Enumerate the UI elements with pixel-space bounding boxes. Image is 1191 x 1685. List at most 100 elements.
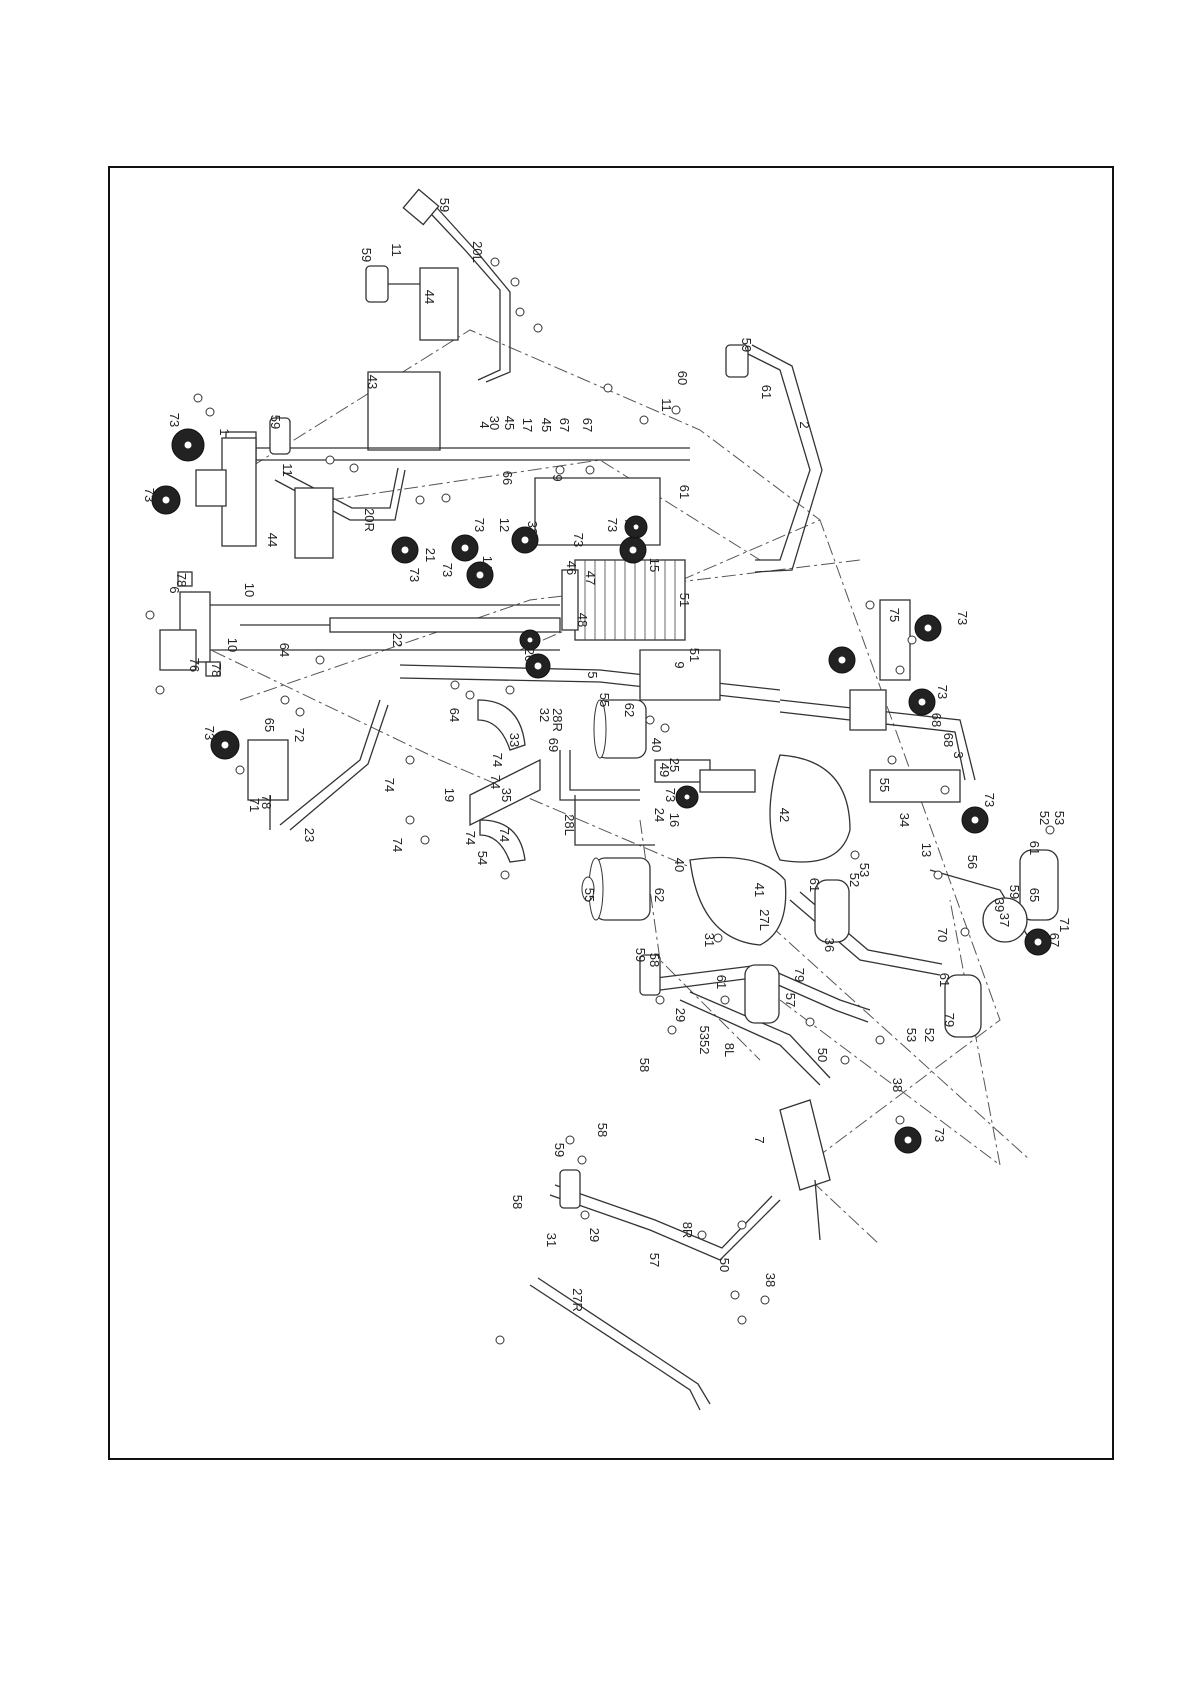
part-label-p58d: 58 bbox=[510, 1195, 525, 1209]
part-label-p78a: 78 bbox=[174, 573, 189, 587]
part-label-p47: 47 bbox=[583, 571, 598, 585]
part-label-p44a: 44 bbox=[422, 290, 437, 304]
part-label-p54: 54 bbox=[475, 851, 490, 865]
part-label-p20R: 20R bbox=[362, 508, 377, 532]
part-label-p52a: 52 bbox=[1037, 811, 1052, 825]
part-label-p73j: 73 bbox=[935, 685, 950, 699]
part-label-p19: 19 bbox=[442, 788, 457, 802]
part-label-p73g: 73 bbox=[407, 568, 422, 582]
pulley-icon bbox=[210, 730, 240, 760]
guard-9-lower bbox=[639, 649, 721, 701]
weight-stack bbox=[561, 559, 686, 641]
part-label-p16: 16 bbox=[667, 813, 682, 827]
part-label-p23: 23 bbox=[302, 828, 317, 842]
part-label-p40a: 40 bbox=[649, 738, 664, 752]
part-label-p43: 43 bbox=[365, 375, 380, 389]
part-label-p9a: 9 bbox=[550, 474, 565, 481]
part-label-p53a: 53 bbox=[857, 863, 872, 877]
base-tube-2 bbox=[725, 344, 823, 573]
part-label-p21: 21 bbox=[423, 548, 438, 562]
pulley-icon bbox=[908, 688, 936, 716]
part-label-p8R: 8R bbox=[680, 1222, 695, 1239]
part-label-p76: 76 bbox=[187, 658, 202, 672]
part-label-p26: 26 bbox=[522, 648, 537, 662]
part-label-p34: 34 bbox=[897, 813, 912, 827]
part-label-p71a: 71 bbox=[247, 798, 262, 812]
part-label-p72: 72 bbox=[292, 728, 307, 742]
part-label-p79a: 79 bbox=[792, 968, 807, 982]
pulley-icon bbox=[391, 536, 419, 564]
part-label-p58c: 58 bbox=[595, 1123, 610, 1137]
part-label-p31a: 31 bbox=[702, 933, 717, 947]
pad-44-top bbox=[419, 267, 459, 341]
part-label-p25: 25 bbox=[667, 758, 682, 772]
part-label-p11b: 11 bbox=[659, 398, 674, 412]
part-label-p59a: 59 bbox=[437, 198, 452, 212]
back-pad-41 bbox=[689, 856, 787, 946]
part-label-p33b: 33 bbox=[507, 733, 522, 747]
cam-assembly bbox=[469, 699, 541, 863]
weight-plates bbox=[584, 560, 676, 640]
part-label-p74a: 74 bbox=[382, 778, 397, 792]
pulley-icon bbox=[828, 646, 856, 674]
part-label-p6: 6 bbox=[167, 586, 182, 593]
part-label-p29b: 29 bbox=[587, 1228, 602, 1242]
part-label-p64b: 64 bbox=[447, 708, 462, 722]
part-label-p74b: 74 bbox=[490, 753, 505, 767]
part-label-p14: 14 bbox=[480, 556, 495, 570]
roller-62-upper bbox=[593, 699, 647, 759]
part-label-p33a: 33 bbox=[525, 521, 540, 535]
pulley-icon bbox=[451, 534, 479, 562]
part-label-p10a: 10 bbox=[242, 583, 257, 597]
part-label-p30: 30 bbox=[487, 416, 502, 430]
part-label-p28L: 28L bbox=[562, 814, 577, 836]
hardware bbox=[145, 257, 1055, 1345]
roller-62-lower bbox=[581, 857, 651, 921]
part-label-p73a: 73 bbox=[167, 413, 182, 427]
pulley-icon bbox=[961, 806, 989, 834]
part-label-p50b: 50 bbox=[717, 1258, 732, 1272]
part-label-p15: 15 bbox=[647, 558, 662, 572]
pulley-icon bbox=[525, 653, 551, 679]
part-label-p73l: 73 bbox=[663, 788, 678, 802]
pad-44-mid bbox=[294, 487, 334, 559]
part-label-p39: 39 bbox=[992, 898, 1007, 912]
pulley-icon bbox=[624, 515, 648, 539]
part-label-p44b: 44 bbox=[265, 533, 280, 547]
part-label-p74d: 74 bbox=[390, 838, 405, 852]
part-label-p73n: 73 bbox=[932, 1128, 947, 1142]
part-label-p13: 13 bbox=[919, 843, 934, 857]
part-label-p55c: 55 bbox=[582, 888, 597, 902]
part-label-p73m: 73 bbox=[982, 793, 997, 807]
part-label-p35: 35 bbox=[499, 788, 514, 802]
part-label-p73k: 73 bbox=[202, 726, 217, 740]
part-label-p73e: 73 bbox=[622, 518, 637, 532]
part-label-p29a: 29 bbox=[673, 1008, 688, 1022]
part-label-p48: 48 bbox=[575, 613, 590, 627]
part-label-p66: 66 bbox=[500, 471, 515, 485]
part-label-p67a: 67 bbox=[557, 418, 572, 432]
part-label-p61d: 61 bbox=[807, 878, 822, 892]
part-label-p59b: 59 bbox=[359, 248, 374, 262]
part-label-p32: 32 bbox=[537, 708, 552, 722]
part-label-p41: 41 bbox=[752, 883, 767, 897]
bracket-75 bbox=[879, 599, 911, 681]
part-label-p51b: 51 bbox=[687, 648, 702, 662]
part-label-p64a: 64 bbox=[277, 643, 292, 657]
part-label-p73d: 73 bbox=[605, 518, 620, 532]
pad-61-right bbox=[1019, 849, 1059, 921]
pulley-icon bbox=[675, 785, 699, 809]
part-label-p78c: 78 bbox=[259, 795, 274, 809]
part-label-p58a: 58 bbox=[647, 953, 662, 967]
part-label-p71b: 71 bbox=[1057, 918, 1072, 932]
part-label-p74c: 74 bbox=[488, 775, 503, 789]
part-label-p61f: 61 bbox=[937, 973, 952, 987]
part-label-p67b: 67 bbox=[580, 418, 595, 432]
part-label-p59g: 59 bbox=[552, 1143, 567, 1157]
part-label-p69a: 69 bbox=[546, 738, 561, 752]
part-label-p49: 49 bbox=[657, 763, 672, 777]
part-label-p59c: 59 bbox=[739, 338, 754, 352]
part-label-p3: 3 bbox=[951, 751, 966, 758]
part-label-p61b: 61 bbox=[677, 485, 692, 499]
